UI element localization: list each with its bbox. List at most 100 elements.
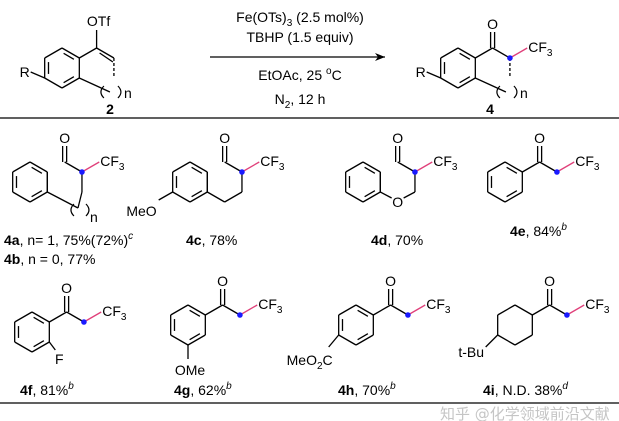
oxygen-label: O xyxy=(61,280,72,296)
benzene-ring xyxy=(31,341,50,353)
cyclohexane-ring xyxy=(497,334,516,346)
aromatic-double-bond xyxy=(506,166,518,174)
benzene-ring xyxy=(61,77,80,89)
benzene-ring xyxy=(29,191,48,203)
cf3-label: CF3 xyxy=(528,39,553,59)
ring-bond xyxy=(96,47,115,59)
benzene-ring xyxy=(440,47,459,59)
aromatic-double-bond xyxy=(459,76,471,84)
fluoro-label: F xyxy=(55,351,64,367)
double-bond xyxy=(99,52,114,63)
otf-label: OTf xyxy=(87,13,110,29)
benzene-ring xyxy=(189,161,208,173)
bond xyxy=(566,304,585,316)
bond xyxy=(222,304,241,316)
ring-bond xyxy=(77,191,83,209)
benzene-ring xyxy=(355,334,374,346)
cyclohexane-ring xyxy=(514,334,533,346)
structures: OTfnROCF3nROCF3nOCF3MeOOCF3OOCF3OCF3FOCF… xyxy=(0,13,619,404)
benzene-ring xyxy=(61,47,80,59)
ring-bond xyxy=(380,191,392,199)
aromatic-double-bond xyxy=(189,333,201,341)
benzene-ring xyxy=(440,77,459,89)
aromatic-double-bond xyxy=(63,76,75,84)
arrow-head xyxy=(375,53,385,61)
methoxy-label: MeO xyxy=(126,203,156,219)
benzene-ring xyxy=(504,161,523,173)
caption-4c: 4c, 78% xyxy=(186,232,237,248)
bond xyxy=(521,161,540,173)
caption-4i: 4i, N.D. 38%d xyxy=(483,381,568,398)
bond xyxy=(485,334,499,348)
aromatic-double-bond xyxy=(33,340,45,348)
bond xyxy=(549,304,568,316)
benzene-ring xyxy=(44,77,63,89)
aromatic-double-bond xyxy=(459,52,471,60)
aromatic-double-bond xyxy=(31,166,43,174)
bracket xyxy=(100,85,105,99)
n-index-label: n xyxy=(90,209,98,225)
bond xyxy=(372,304,391,316)
bond xyxy=(509,47,528,59)
reactant-label: 2 xyxy=(106,101,114,117)
caption-4g: 4g, 62%b xyxy=(174,381,232,398)
bond xyxy=(66,311,85,323)
benzene-ring xyxy=(187,334,206,346)
caption-4f: 4f, 81%b xyxy=(20,381,74,398)
benzene-ring xyxy=(170,304,189,316)
condition-catalyst: Fe(OTs)3 (2.5 mol%) xyxy=(236,9,364,29)
benzene-ring xyxy=(172,191,191,203)
benzene-ring xyxy=(31,311,50,323)
tert-butyl-label: t-Bu xyxy=(458,344,484,360)
oxygen-label: O xyxy=(392,130,403,146)
bond xyxy=(556,161,575,173)
benzene-ring xyxy=(189,191,208,203)
ester-label: MeO2C xyxy=(287,352,333,372)
cf3-label: CF3 xyxy=(575,153,600,173)
bond xyxy=(414,161,433,173)
new-bond-dot xyxy=(81,319,87,325)
oxygen-label: O xyxy=(544,273,555,289)
watermark: 知乎 @化学领域前沿文献 xyxy=(440,405,610,421)
bracket xyxy=(513,85,518,99)
cf3-label: CF3 xyxy=(260,153,285,173)
ring-bond xyxy=(78,47,97,59)
caption-4h: 4h, 70%b xyxy=(338,381,396,398)
aromatic-double-bond xyxy=(31,190,43,198)
aromatic-double-bond xyxy=(357,333,369,341)
benzene-ring xyxy=(44,47,63,59)
new-bond-dot xyxy=(412,169,418,175)
new-bond-dot xyxy=(237,312,243,318)
condition-atmosphere-time: N2, 12 h xyxy=(275,91,326,111)
bond xyxy=(81,161,100,173)
ring-bond xyxy=(79,77,111,93)
oxygen-label: O xyxy=(219,130,230,146)
cyclohexane-ring xyxy=(497,304,516,316)
benzene-ring xyxy=(338,334,357,346)
new-bond-dot xyxy=(405,312,411,318)
condition-solvent-temp: EtOAc, 25 oC xyxy=(258,66,341,83)
ring-bond xyxy=(475,77,507,93)
aromatic-double-bond xyxy=(189,309,201,317)
aromatic-double-bond xyxy=(364,166,376,174)
bond xyxy=(426,71,441,79)
ring-bond xyxy=(47,191,79,209)
aromatic-double-bond xyxy=(364,190,376,198)
ring-bond xyxy=(492,47,511,59)
cf3-label: CF3 xyxy=(433,153,458,173)
n-index-label: n xyxy=(124,85,132,101)
bond xyxy=(239,304,258,316)
condition-oxidant: TBHP (1.5 equiv) xyxy=(246,29,353,45)
ring-bond xyxy=(224,191,243,203)
benzene-ring xyxy=(29,161,48,173)
ring-bond xyxy=(64,161,83,173)
benzene-ring xyxy=(345,161,364,173)
benzene-ring xyxy=(487,191,506,203)
caption-4b: 4b, n = 0, 77% xyxy=(4,251,95,267)
aromatic-double-bond xyxy=(191,190,203,198)
caption-4d: 4d, 70% xyxy=(371,232,423,248)
oxygen-label: O xyxy=(385,273,396,289)
bond xyxy=(328,334,340,348)
benzene-ring xyxy=(14,341,33,353)
